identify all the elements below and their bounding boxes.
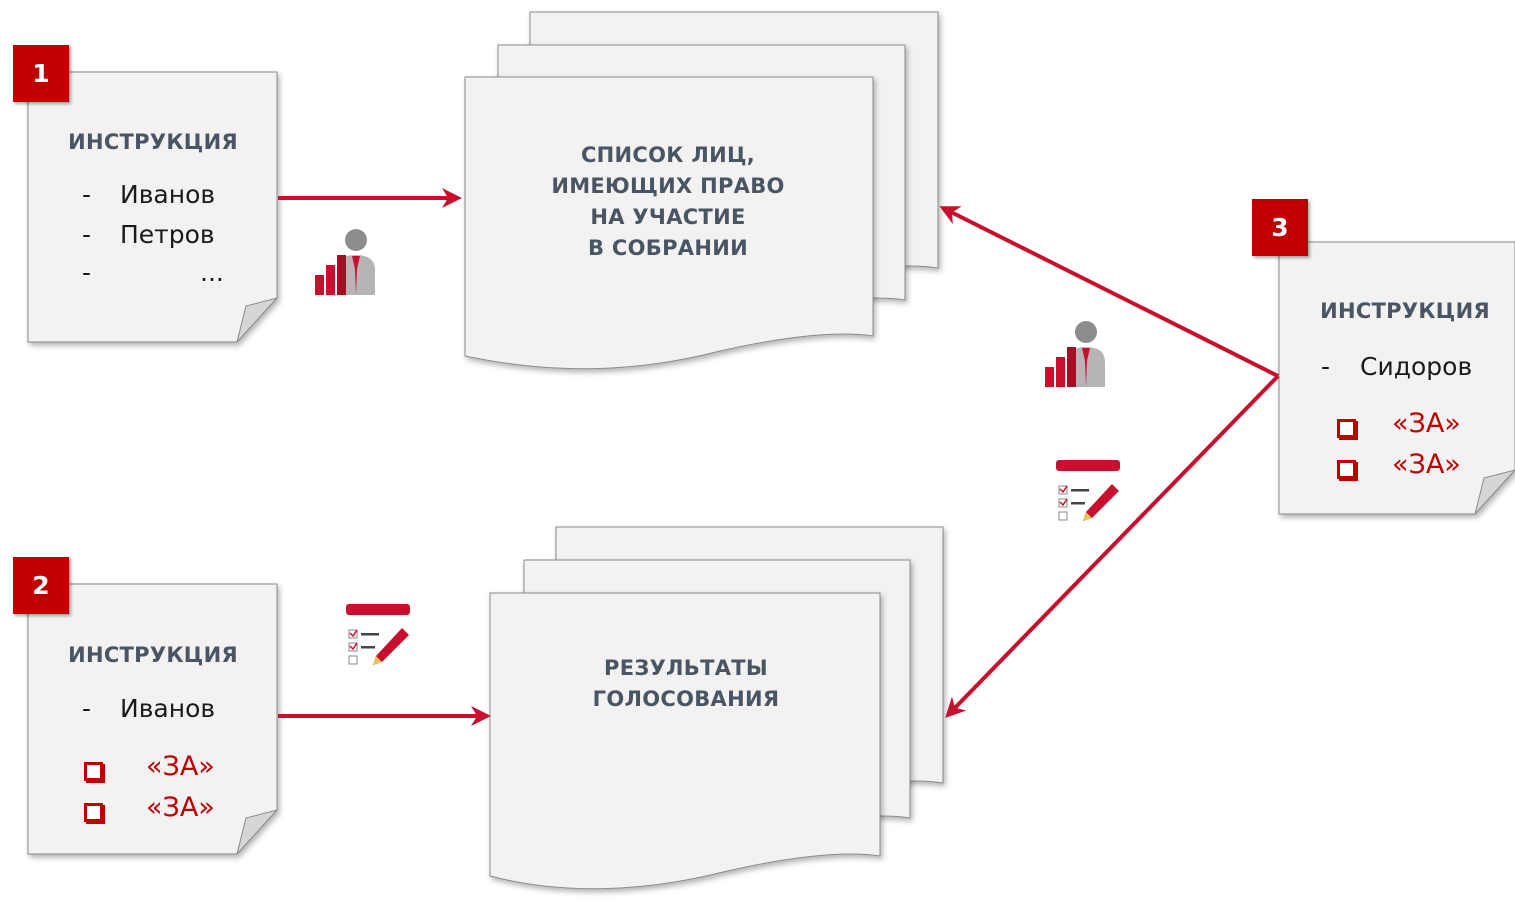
doc1-item-3: ... — [200, 258, 224, 287]
doc2-vote-2: «ЗА» — [146, 792, 215, 823]
checkbox-icon — [1337, 460, 1356, 479]
doc2-title: ИНСТРУКЦИЯ — [68, 643, 238, 667]
doc1-item-1: Иванов — [120, 180, 216, 209]
checkbox-icon — [84, 762, 103, 781]
doc2-vote-1: «ЗА» — [146, 751, 215, 782]
doc3-vote-2: «ЗА» — [1392, 449, 1461, 480]
page-curl — [236, 297, 279, 343]
list-dash: - — [1321, 352, 1331, 381]
ballot-pencil-icon — [1056, 460, 1120, 521]
instruction-doc-2 — [27, 583, 279, 855]
list-dash: - — [82, 220, 92, 249]
doc3-title: ИНСТРУКЦИЯ — [1320, 299, 1490, 323]
arrow-doc3-to-results — [945, 374, 1280, 718]
participants-list-title: СПИСОК ЛИЦ, ИМЕЮЩИХ ПРАВО НА УЧАСТИЕ В С… — [478, 140, 858, 264]
doc3-item-1: Сидоров — [1360, 352, 1473, 381]
results-title: РЕЗУЛЬТАТЫ ГОЛОСОВАНИЯ — [496, 653, 876, 715]
registry-person-icon — [315, 229, 375, 295]
step-badge-2: 2 — [13, 557, 69, 614]
participants-list-line: НА УЧАСТИЕ — [590, 205, 746, 229]
instruction-doc-3 — [1278, 241, 1515, 515]
participants-list-line: В СОБРАНИИ — [588, 236, 748, 260]
results-line: РЕЗУЛЬТАТЫ — [604, 656, 768, 680]
doc1-title: ИНСТРУКЦИЯ — [68, 130, 238, 154]
participants-list-stack — [464, 11, 939, 370]
participants-list-line: ИМЕЮЩИХ ПРАВО — [551, 174, 785, 198]
list-dash: - — [82, 694, 92, 723]
results-line: ГОЛОСОВАНИЯ — [592, 687, 780, 711]
ballot-pencil-icon — [346, 604, 410, 665]
doc2-item-1: Иванов — [120, 694, 216, 723]
step-badge-1: 1 — [13, 45, 69, 102]
arrow-doc3-to-list — [939, 206, 1279, 378]
doc1-item-2: Петров — [120, 220, 215, 249]
checkbox-icon — [84, 803, 103, 822]
step-badge-3: 3 — [1252, 199, 1308, 256]
page-curl — [1474, 469, 1515, 515]
list-dash: - — [82, 258, 92, 287]
participants-list-line: СПИСОК ЛИЦ, — [580, 143, 756, 167]
page-curl — [236, 809, 279, 855]
instruction-doc-1 — [27, 71, 279, 343]
checkbox-icon — [1337, 419, 1356, 438]
doc3-vote-1: «ЗА» — [1392, 408, 1461, 439]
results-stack — [489, 526, 944, 890]
registry-person-icon — [1045, 321, 1105, 387]
list-dash: - — [82, 180, 92, 209]
